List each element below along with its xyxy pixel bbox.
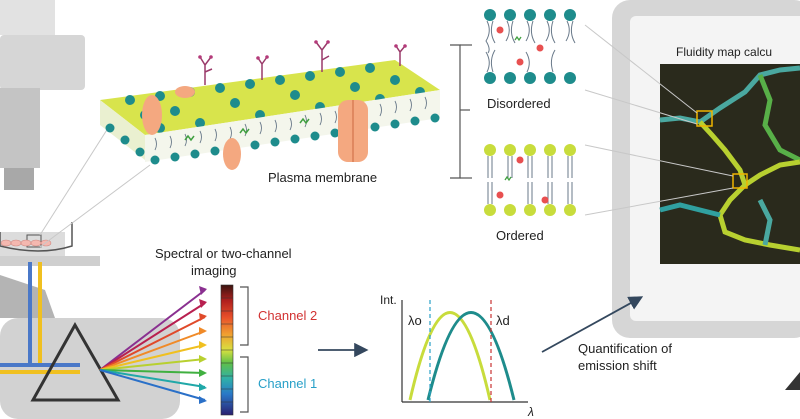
dispersed-rays [99, 286, 207, 404]
channel-brackets [240, 286, 249, 413]
spectral-title-line2: imaging [191, 263, 237, 278]
highlight-box-ordered [732, 173, 748, 189]
channel-2-label: Channel 2 [258, 308, 317, 323]
arrow-to-monitor [541, 296, 644, 353]
lambda-d-label: λd [496, 313, 510, 328]
disordered-lipids [484, 9, 576, 84]
ordered-lipids [484, 144, 576, 216]
membrane-protein-left [142, 95, 162, 135]
plasma-membrane-illustration [100, 40, 440, 170]
zoom-line-bottom [39, 164, 151, 248]
fluidity-map-image [659, 64, 800, 264]
lambda-axis-label: λ [527, 405, 534, 419]
channel-1-label: Channel 1 [258, 376, 317, 391]
light-path [0, 262, 80, 374]
disordered-emission-curve [426, 311, 516, 401]
prism-triangle-icon [30, 321, 121, 402]
emission-spectra-plot [401, 300, 528, 403]
quantification-line1: Quantification of [578, 341, 672, 356]
map-pointer-lines [584, 24, 734, 216]
intensity-axis-label: Int. [380, 293, 397, 307]
plasma-membrane-label: Plasma membrane [268, 170, 377, 185]
ordered-label: Ordered [496, 228, 544, 243]
zoom-line-top [39, 124, 111, 236]
quantification-line2: emission shift [578, 358, 657, 373]
bracket [450, 44, 472, 179]
fluidity-map-title: Fluidity map calcu [676, 45, 772, 59]
spectral-title-line1: Spectral or two-channel [155, 246, 292, 261]
monitor-stand [785, 372, 800, 390]
disordered-label: Disordered [487, 96, 551, 111]
ordered-emission-curve [408, 311, 492, 401]
spectrum-ticks [221, 297, 233, 403]
highlight-box-disordered [696, 110, 713, 127]
lambda-o-label: λo [408, 313, 422, 328]
